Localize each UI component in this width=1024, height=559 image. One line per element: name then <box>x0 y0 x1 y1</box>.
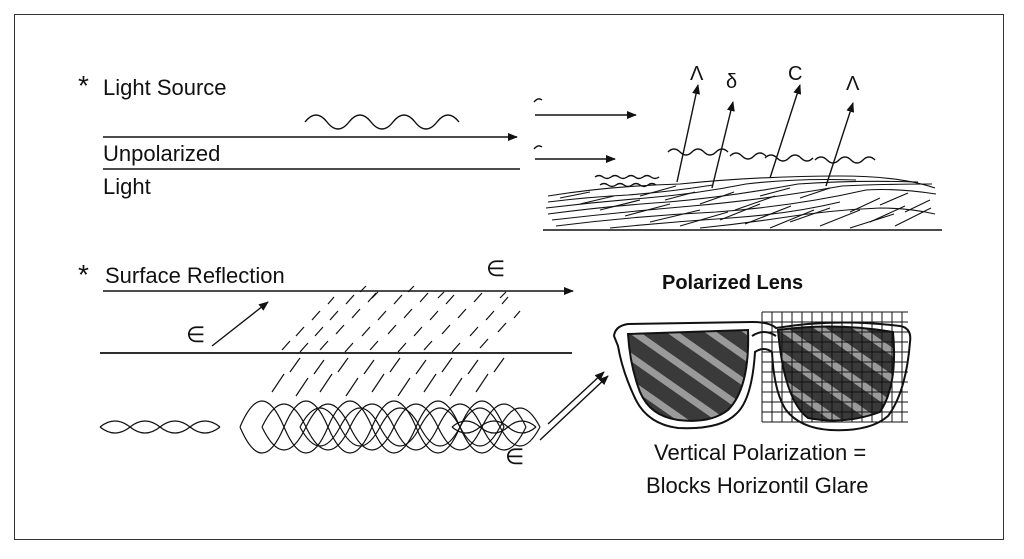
light-source-bullet: * <box>78 70 89 101</box>
water-ripple <box>729 152 767 160</box>
light-source-title: Light Source <box>103 75 227 100</box>
glare-ray-1 <box>539 375 609 441</box>
reflected-symbol-3: C <box>788 63 803 85</box>
water-ripple <box>667 148 729 156</box>
unpolarized-wave-bundle <box>99 400 541 454</box>
textured-surface <box>543 175 942 231</box>
reflected-ray-2 <box>711 101 735 189</box>
polarized-strands-lower <box>271 357 505 397</box>
left-lens <box>626 328 750 422</box>
sunglasses-bridge <box>751 331 777 337</box>
reflected-ray-3 <box>769 84 802 179</box>
polarized-lens-title: Polarized Lens <box>662 272 804 294</box>
reflected-symbol-4: Λ <box>846 73 860 95</box>
water-ripple <box>764 154 814 162</box>
water-ripple <box>594 174 660 180</box>
light-wave-icon <box>304 114 460 130</box>
surface-reflection-bullet: * <box>78 259 89 290</box>
polarized-sunglasses <box>612 311 912 432</box>
glare-ray-2 <box>547 371 605 425</box>
lens-caption-line1: Vertical Polarization = <box>654 440 867 465</box>
reflected-ray-1 <box>676 84 701 183</box>
small-wave-mark-1 <box>533 98 543 103</box>
reflected-symbol-1: Λ <box>690 63 704 85</box>
polarization-grid <box>761 311 908 423</box>
surface-reflection-title: Surface Reflection <box>105 263 285 288</box>
diagram-frame <box>14 14 1004 540</box>
light-source-section <box>103 84 942 231</box>
reflected-symbol-2: δ <box>726 71 738 93</box>
reflected-ray-4 <box>825 102 855 187</box>
small-wave-mark-2 <box>533 145 543 150</box>
epsilon-symbol-left: ∈ <box>186 322 206 347</box>
light-label: Light <box>103 174 151 199</box>
surface-reflection-section <box>99 285 609 454</box>
water-ripple <box>814 156 876 164</box>
unpolarized-label: Unpolarized <box>103 141 221 166</box>
epsilon-symbol-bottom: ∈ <box>505 444 525 469</box>
reflection-ray-up <box>211 301 269 347</box>
lens-caption-line2: Blocks Horizontil Glare <box>646 473 869 498</box>
polarized-strands-upper <box>281 285 521 353</box>
epsilon-symbol-top: ∈ <box>486 256 506 281</box>
